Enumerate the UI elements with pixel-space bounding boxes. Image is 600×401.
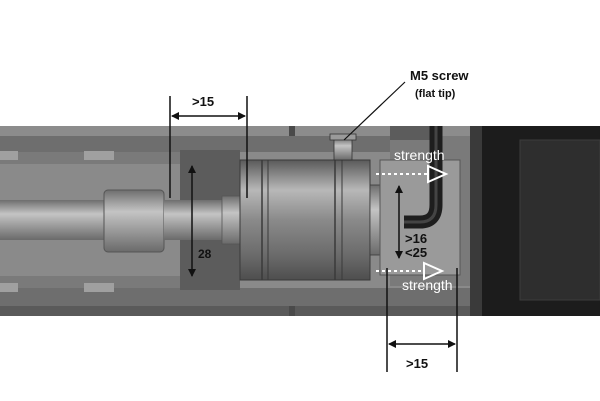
callout-line1: M5 screw bbox=[410, 68, 469, 83]
callout-line2: (flat tip) bbox=[415, 88, 456, 100]
m5-screw-callout: M5 screw (flat tip) bbox=[343, 68, 469, 141]
dim-right-label-2: <25 bbox=[405, 245, 427, 260]
strength-arrow-bottom: strength bbox=[376, 261, 453, 293]
dimension-right: >16 <25 bbox=[395, 185, 427, 260]
dimension-top: >15 bbox=[169, 94, 248, 198]
slot-top-left bbox=[0, 151, 18, 160]
dimension-left: 28 bbox=[188, 165, 212, 277]
dim-bottom-label: >15 bbox=[406, 356, 428, 371]
dim-top-label: >15 bbox=[192, 94, 214, 109]
dim-right-label-1: >16 bbox=[405, 231, 427, 246]
slot-bottom-mid bbox=[84, 283, 114, 292]
slot-top-mid bbox=[84, 151, 114, 160]
set-screw bbox=[329, 133, 357, 161]
slot-bottom-left bbox=[0, 283, 18, 292]
cable bbox=[404, 126, 443, 229]
strength-label-top: strength bbox=[394, 147, 445, 163]
strength-arrow-top: strength bbox=[376, 147, 449, 184]
motor-housing bbox=[470, 126, 600, 316]
strength-label-bottom: strength bbox=[402, 277, 453, 293]
dim-left-label: 28 bbox=[198, 247, 212, 261]
dimension-bottom: >15 bbox=[386, 268, 458, 372]
